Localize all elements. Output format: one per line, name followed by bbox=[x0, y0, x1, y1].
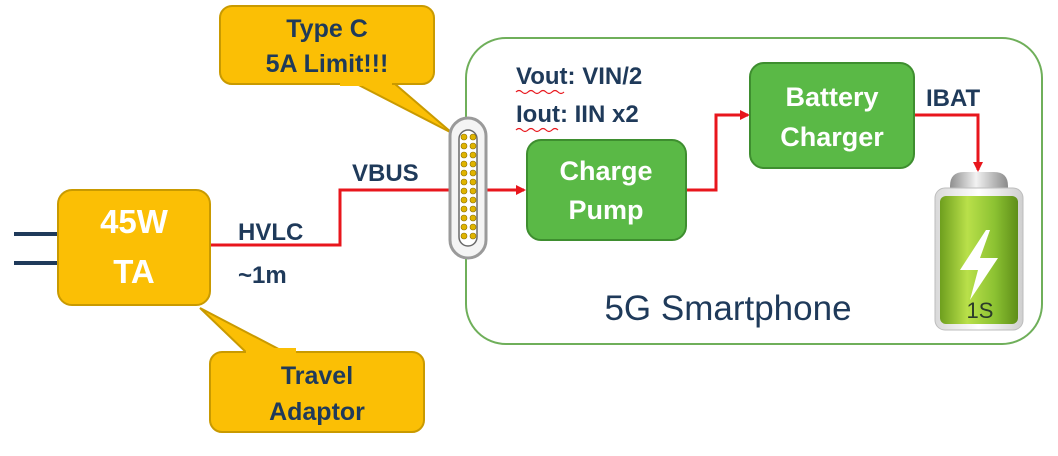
ibat-wire bbox=[914, 113, 983, 172]
vout-annotation: Vout: VIN/2 bbox=[516, 63, 642, 90]
ibat-label: IBAT bbox=[926, 85, 981, 112]
type-c-callout-line1: Type C bbox=[286, 15, 368, 43]
battery-charger-line1: Battery bbox=[785, 82, 878, 112]
pump-to-charger-wire bbox=[686, 110, 750, 192]
vbus-label: VBUS bbox=[352, 160, 419, 187]
connector-pin bbox=[469, 160, 477, 168]
battery-cell-label: 1S bbox=[967, 298, 994, 323]
battery-charger-line2: Charger bbox=[780, 122, 884, 152]
adaptor-power-label: 45W bbox=[100, 203, 169, 240]
connector-pin bbox=[460, 178, 468, 186]
charge-pump-block bbox=[526, 139, 687, 241]
connector-pin bbox=[460, 151, 468, 159]
travel-adaptor-callout bbox=[209, 351, 425, 433]
type-c-callout-pointer bbox=[344, 77, 453, 134]
travel-callout-line2: Adaptor bbox=[269, 398, 365, 426]
lightning-bolt-icon bbox=[960, 230, 998, 300]
connector-pin bbox=[469, 205, 477, 213]
connector-pin bbox=[469, 169, 477, 177]
connector-pin bbox=[460, 142, 468, 150]
type-c-callout-line2: 5A Limit!!! bbox=[266, 50, 389, 78]
connector-pin bbox=[460, 232, 468, 240]
connector-pin bbox=[469, 151, 477, 159]
charge-pump-line2: Pump bbox=[568, 195, 643, 225]
hvlc-label: HVLC bbox=[238, 219, 303, 246]
cable-length-label: ~1m bbox=[238, 262, 287, 289]
connector-pin bbox=[469, 187, 477, 195]
adaptor-ta-label: TA bbox=[113, 253, 155, 290]
connector-pin bbox=[460, 205, 468, 213]
hvlc-cable-wire bbox=[210, 188, 455, 247]
connector-pin bbox=[469, 223, 477, 231]
connector-pin bbox=[469, 214, 477, 222]
connector-pin bbox=[460, 160, 468, 168]
connector-pin bbox=[469, 142, 477, 150]
battery-icon: 1S bbox=[934, 172, 1024, 331]
battery-charger-block bbox=[749, 62, 915, 169]
charge-pump-line1: Charge bbox=[559, 156, 652, 186]
iout-annotation: Iout: IIN x2 bbox=[516, 101, 639, 128]
usb-c-connector-icon bbox=[448, 116, 488, 260]
connector-pin bbox=[460, 214, 468, 222]
type-c-callout bbox=[219, 5, 435, 85]
connector-pin bbox=[460, 187, 468, 195]
smartphone-label: 5G Smartphone bbox=[604, 289, 851, 328]
connector-pin bbox=[469, 133, 477, 141]
travel-callout-line1: Travel bbox=[281, 362, 353, 390]
connector-pin bbox=[469, 196, 477, 204]
travel-adaptor-block bbox=[57, 189, 211, 306]
connector-pin bbox=[460, 133, 468, 141]
connector-pin bbox=[460, 196, 468, 204]
connector-pin bbox=[460, 169, 468, 177]
connector-pin bbox=[469, 178, 477, 186]
connector-pin bbox=[460, 223, 468, 231]
connector-pin bbox=[469, 232, 477, 240]
